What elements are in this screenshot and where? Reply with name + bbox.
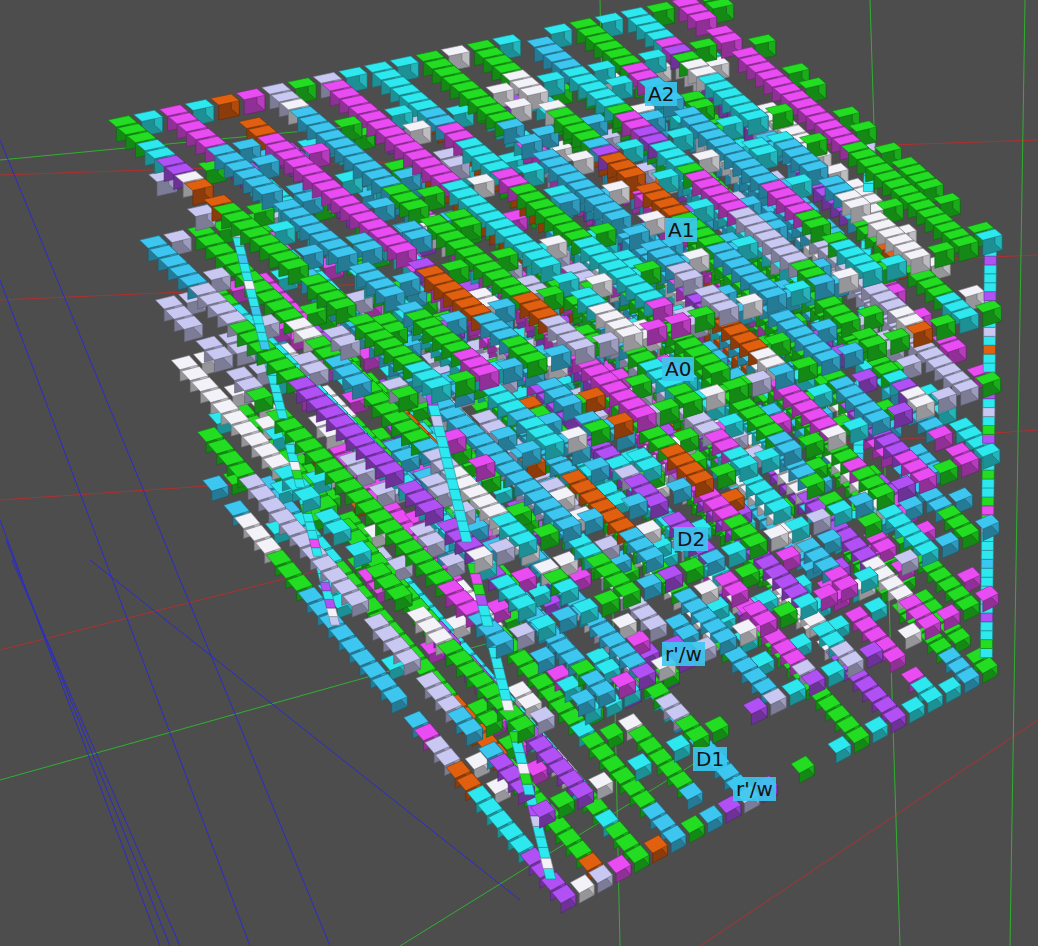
voxel xyxy=(533,826,546,837)
voxel xyxy=(320,582,331,591)
voxel xyxy=(535,837,548,848)
voxel xyxy=(981,631,993,640)
voxel xyxy=(981,622,993,631)
voxel xyxy=(981,613,993,622)
voxel xyxy=(329,617,340,626)
voxel xyxy=(327,608,338,617)
voxel xyxy=(324,599,335,608)
voxel xyxy=(980,640,992,649)
voxel xyxy=(980,649,992,658)
